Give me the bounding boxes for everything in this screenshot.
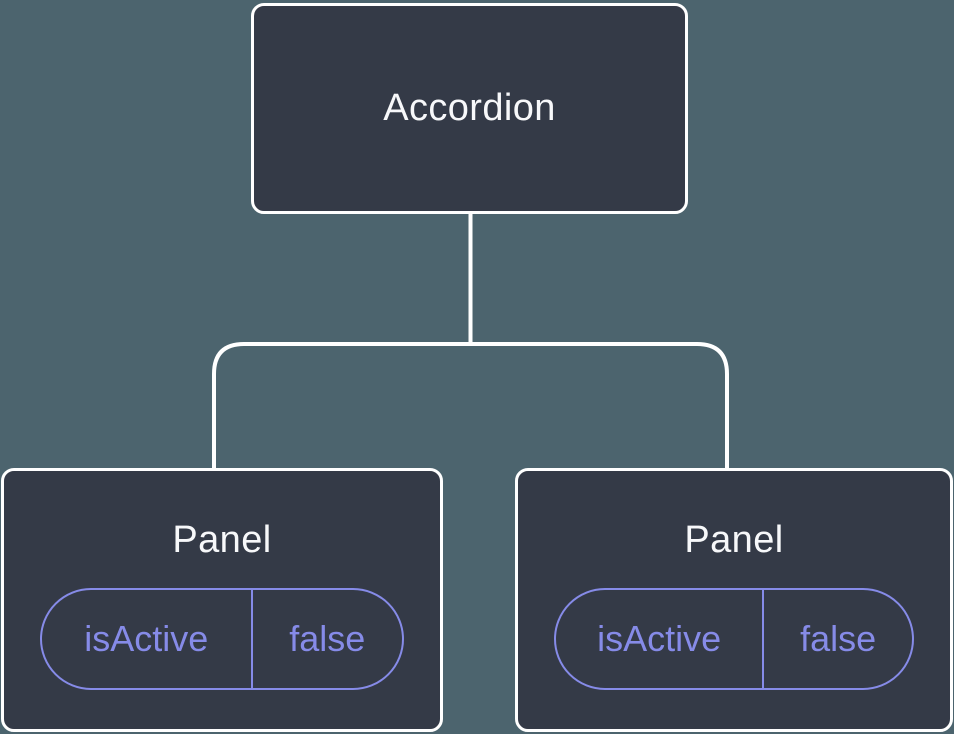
node-panel-1: Panel isActive false (1, 468, 443, 732)
state-value: false (800, 618, 877, 659)
node-panel-1-label: Panel (172, 519, 272, 561)
state-name: isActive (556, 590, 765, 688)
state-value: false (289, 618, 366, 659)
node-panel-2: Panel isActive false (515, 468, 953, 732)
connector-branch (212, 342, 729, 470)
node-accordion: Accordion (251, 3, 688, 214)
node-panel-2-state-pill: isActive false (554, 588, 914, 690)
node-panel-2-label: Panel (684, 519, 784, 561)
node-panel-1-state-pill: isActive false (40, 588, 404, 690)
state-name: isActive (42, 590, 253, 688)
node-accordion-label: Accordion (383, 87, 556, 129)
